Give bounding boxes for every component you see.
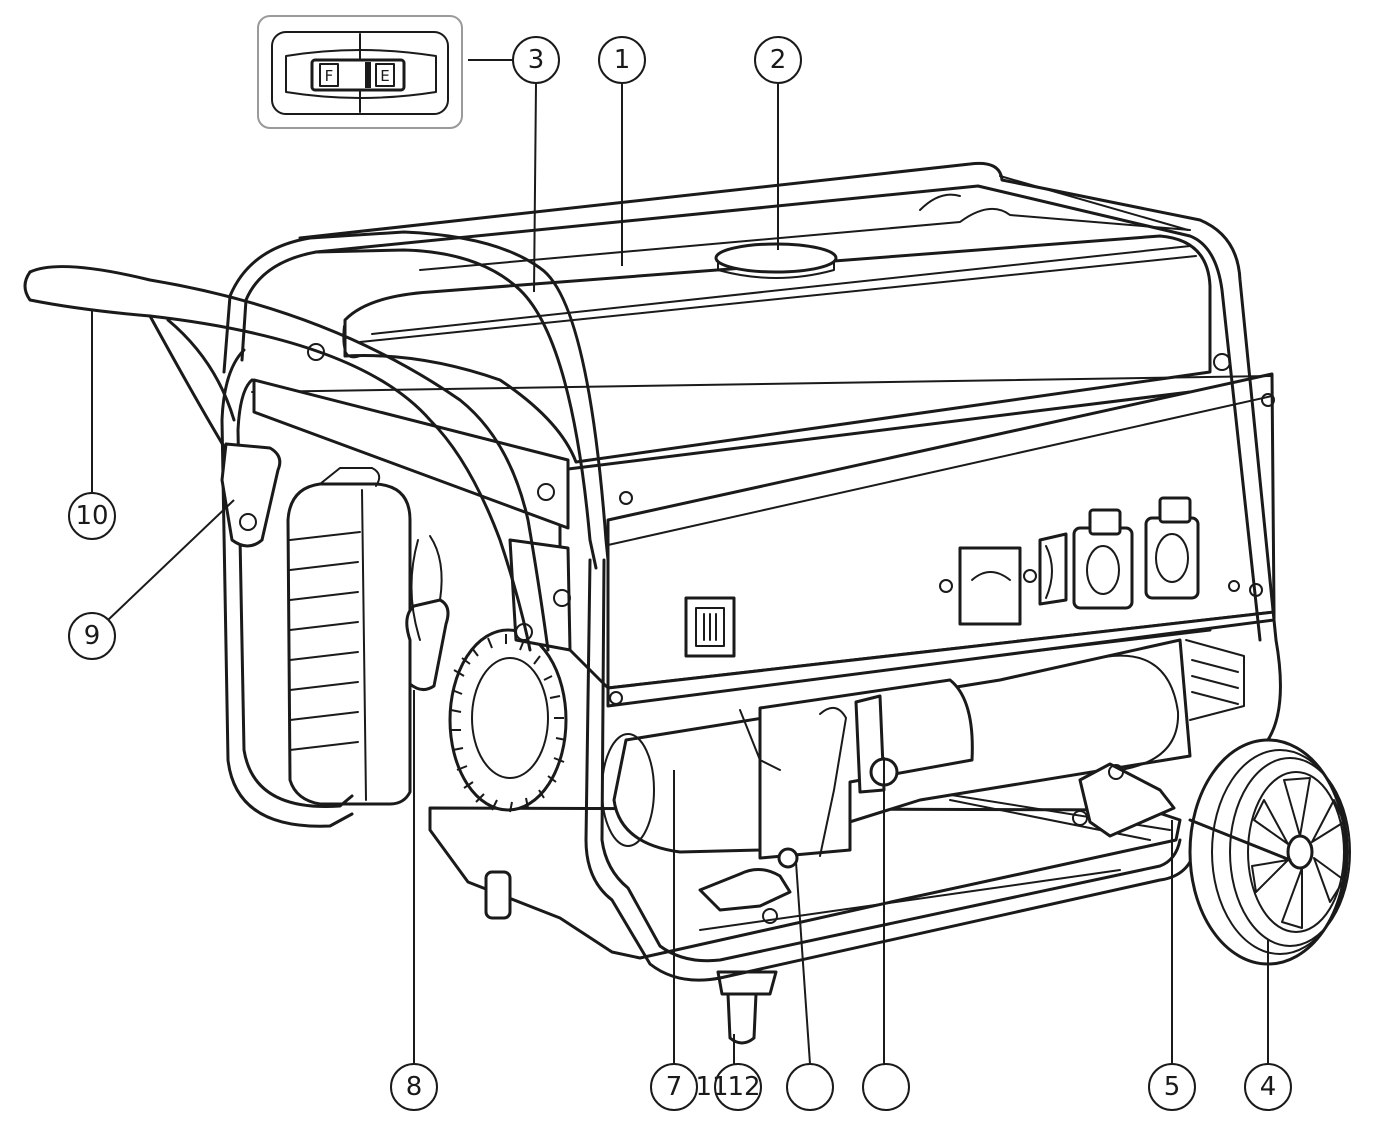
svg-text:11: 11 (695, 1072, 728, 1102)
callout-3: 3 (512, 36, 560, 84)
callout-7: 7 (650, 1063, 698, 1111)
mount-front-right (1078, 762, 1176, 838)
voltmeter (958, 546, 1022, 626)
svg-text:5: 5 (1164, 1072, 1181, 1102)
starter-handle (405, 598, 450, 691)
callout-6 (862, 1063, 910, 1111)
mount-front-left (698, 868, 792, 912)
circuit-breaker (1038, 532, 1068, 606)
fuel-gauge-window (310, 58, 406, 92)
svg-text:7: 7 (666, 1072, 683, 1102)
top-frame-rail (298, 161, 1278, 642)
callout-12: 12 (714, 1063, 762, 1111)
callouts: 3 1 2 10 9 8 7 11 12 5 4 (68, 36, 1292, 1111)
callout-8: 8 (390, 1063, 438, 1111)
callout-4: 4 (1244, 1063, 1292, 1111)
callout-1: 1 (598, 36, 646, 84)
rear-frame (236, 378, 354, 809)
svg-text:12: 12 (727, 1072, 760, 1102)
power-socket-2 (1144, 516, 1200, 600)
svg-text:4: 4 (1260, 1072, 1277, 1102)
fuel-gauge-full-label: F (325, 67, 334, 85)
callout-9: 9 (68, 612, 116, 660)
handle-bar (23, 270, 532, 652)
front-rubber-foot (726, 992, 758, 1045)
leader-lines (91, 59, 1269, 1065)
svg-text:1: 1 (614, 45, 631, 75)
wheel-hub (1286, 834, 1314, 870)
handle-bracket (220, 442, 282, 548)
callout-2: 2 (754, 36, 802, 84)
generator-illustration (23, 161, 1351, 1045)
base-frame (428, 806, 1182, 960)
svg-text:8: 8 (406, 1072, 423, 1102)
svg-text:3: 3 (528, 45, 545, 75)
svg-text:10: 10 (75, 501, 108, 531)
fuel-cap (714, 242, 838, 274)
power-socket-1 (1072, 526, 1134, 610)
callout-10: 10 (68, 492, 116, 540)
svg-text:2: 2 (770, 45, 787, 75)
callout-5: 5 (1148, 1063, 1196, 1111)
oil-drain-bolt (777, 847, 799, 869)
svg-text:9: 9 (84, 621, 101, 651)
callout-11: 11 (695, 1072, 728, 1102)
main-frame-front (240, 248, 598, 570)
rear-foot (484, 870, 512, 920)
air-filter-box (286, 482, 412, 806)
fuel-gauge-inset: F E (257, 15, 463, 129)
fuel-gauge-empty-label: E (380, 67, 389, 85)
callout-13 (786, 1063, 834, 1111)
